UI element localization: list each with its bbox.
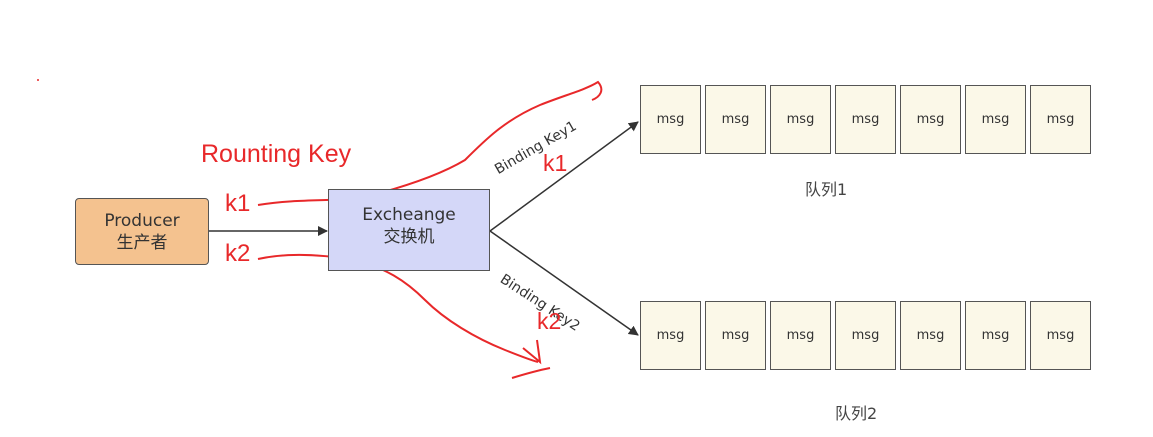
k2-routing-scribble	[257, 253, 551, 379]
msg-cell: msg	[965, 301, 1026, 370]
msg-cell: msg	[770, 301, 831, 370]
msg-cell: msg	[770, 85, 831, 154]
msg-cell: msg	[900, 85, 961, 154]
k1-binding-annotation: k1	[543, 150, 568, 176]
routing-key-annotation: Rounting Key	[201, 140, 352, 168]
queue-1: msg msg msg msg msg msg msg	[640, 85, 1091, 154]
exchange-label: Excheange	[362, 205, 456, 225]
queue-1-label: 队列1	[805, 180, 848, 199]
queue-2: msg msg msg msg msg msg msg	[640, 301, 1091, 370]
msg-cell: msg	[835, 85, 896, 154]
msg-cell: msg	[900, 301, 961, 370]
k2-annotation: k2	[225, 240, 251, 267]
producer-box: Producer 生产者	[75, 198, 209, 265]
msg-cell: msg	[1030, 301, 1091, 370]
k1-annotation: k1	[225, 190, 251, 217]
exchange-to-queue1-arrow	[489, 121, 639, 232]
exchange-label-cn: 交换机	[383, 227, 435, 247]
msg-cell: msg	[835, 301, 896, 370]
msg-cell: msg	[1030, 85, 1091, 154]
producer-label-cn: 生产者	[116, 232, 168, 253]
queue-2-label: 队列2	[835, 404, 878, 423]
exchange-to-queue2-arrow	[489, 230, 639, 336]
msg-cell: msg	[640, 301, 701, 370]
msg-cell: msg	[705, 301, 766, 370]
k2-binding-annotation: k2	[537, 308, 562, 334]
msg-cell: msg	[965, 85, 1026, 154]
msg-cell: msg	[705, 85, 766, 154]
red-dot-mark	[37, 79, 39, 81]
producer-label: Producer	[104, 210, 180, 231]
exchange-box: Excheange 交换机	[328, 189, 490, 271]
msg-cell: msg	[640, 85, 701, 154]
